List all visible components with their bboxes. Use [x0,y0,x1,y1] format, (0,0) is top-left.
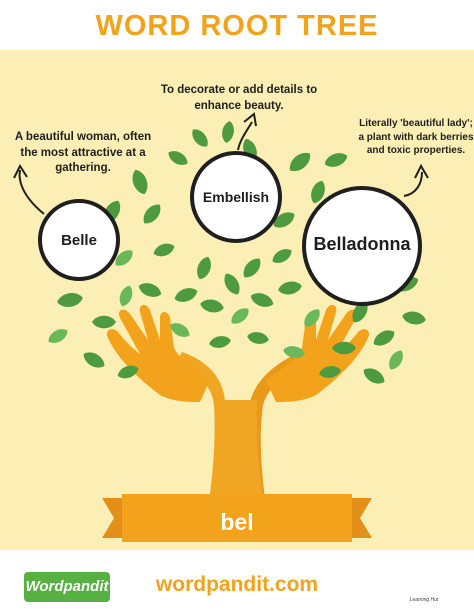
site-link[interactable]: wordpandit.com [155,573,319,596]
page-title: WORD ROOT TREE [95,10,379,42]
node-circle-belladonna [302,186,422,306]
wordpandit-logo[interactable]: Wordpandit [24,572,110,602]
root-word: bel [220,509,254,535]
meaning-belle: A beautiful woman, often the most attrac… [14,131,152,175]
learning-hut-logo-text: Learning Hut [409,597,439,603]
word-belle: Belle [61,232,97,249]
tree-trunk-center [210,400,266,520]
left-hand-icon [106,304,210,402]
node-circle-embellish [190,151,282,243]
arrow-belle [18,169,45,215]
node-circle-belle [38,199,120,281]
arrow-embellish [237,121,253,151]
right-hand-icon [266,304,370,402]
root-banner [122,494,352,542]
meaning-embellish: To decorate or add details to enhance be… [160,84,318,112]
word-embellish: Embellish [202,189,270,205]
arrow-belladonna [403,171,423,197]
word-belladonna: Belladonna [313,234,411,254]
meaning-belladonna: Literally 'beautiful lady'; a plant with… [358,118,474,156]
